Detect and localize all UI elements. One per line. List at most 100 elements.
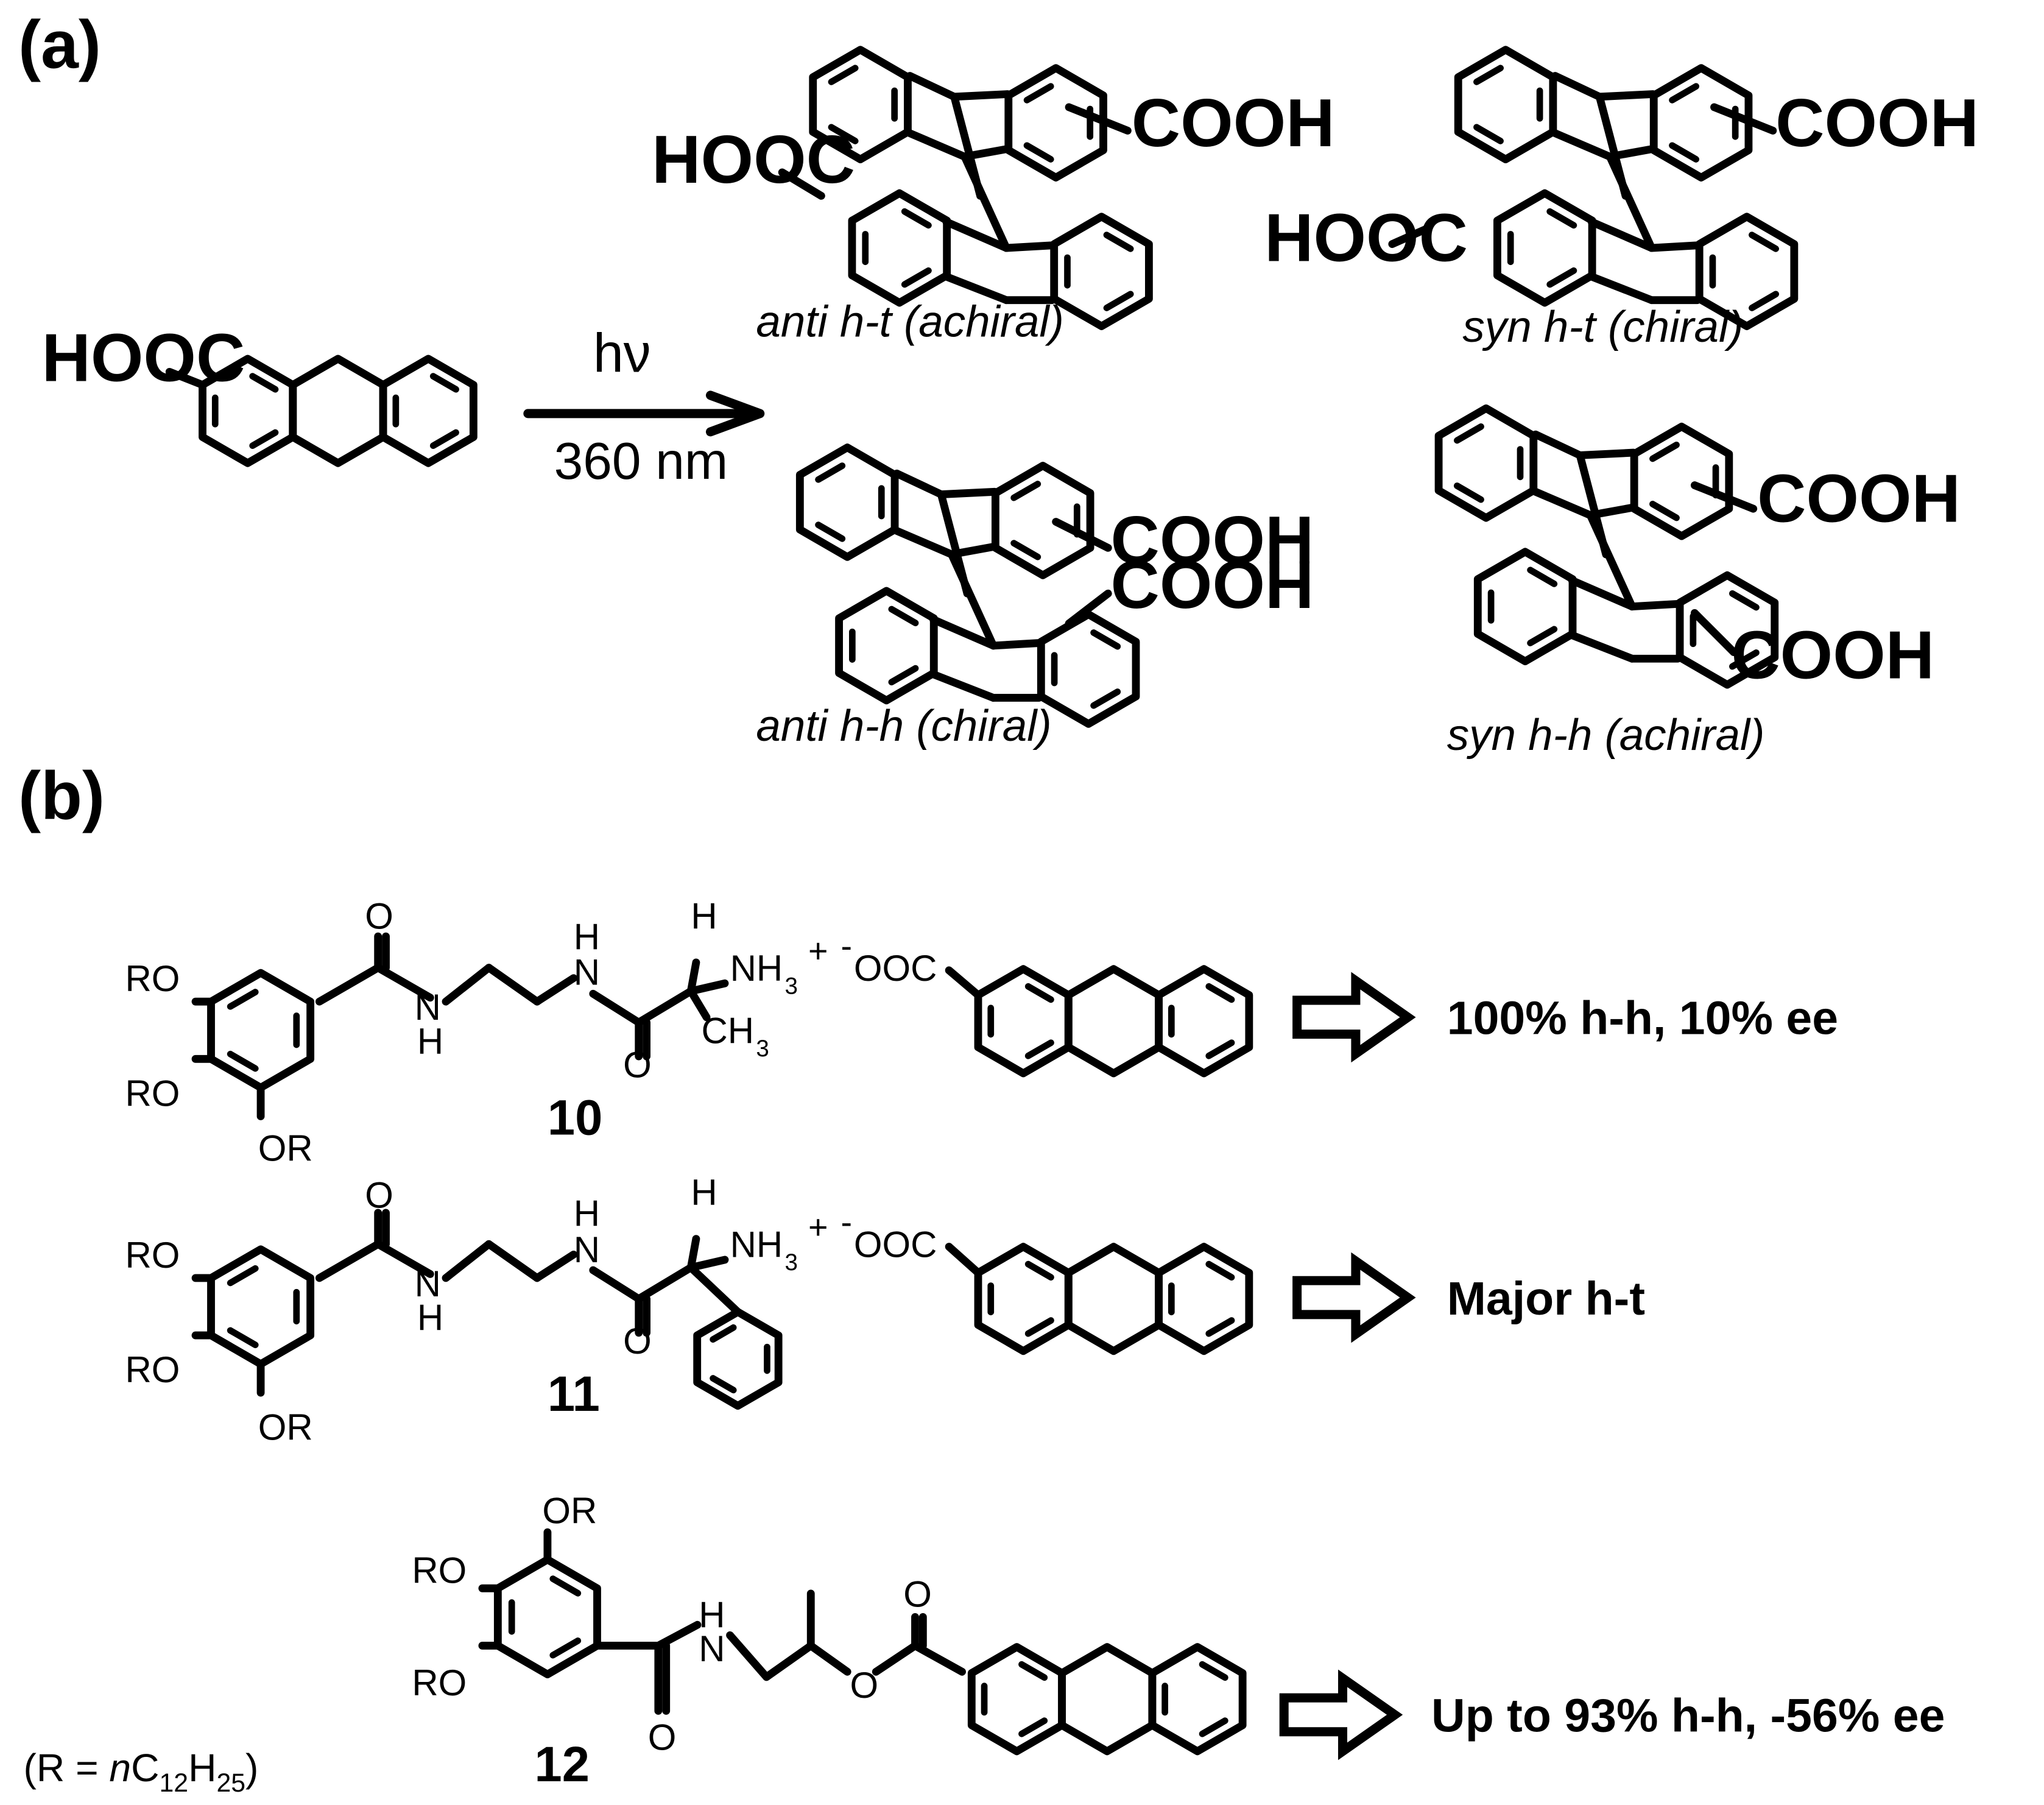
- syn-ht-hooc-label: HOOC: [1264, 199, 1468, 275]
- double-bond: [1103, 291, 1134, 311]
- bond-line: [1065, 103, 1132, 135]
- compound-number-10: 10: [548, 1090, 602, 1145]
- bond-line: [165, 367, 206, 389]
- bond-line: [948, 550, 998, 650]
- bond-line: [726, 1631, 770, 1681]
- bond-line: [1531, 487, 1595, 520]
- double-bond: [1749, 231, 1780, 252]
- double-bond: [227, 1327, 259, 1349]
- c11-amide-h: H: [417, 1298, 443, 1338]
- double-bond: [1199, 1717, 1228, 1737]
- c10-nh3-sub: 3: [784, 973, 797, 999]
- panel-label-b: (b): [18, 758, 105, 834]
- double-bond: [549, 1637, 582, 1659]
- double-bond: [1090, 688, 1121, 709]
- bond-line: [374, 964, 434, 1002]
- c12-amide-n: N: [699, 1628, 725, 1669]
- c11-nh3-sub: 3: [784, 1249, 797, 1276]
- bond-line: [1710, 103, 1777, 135]
- bond-line: [989, 639, 1043, 650]
- bond-line: [686, 1263, 742, 1316]
- reactant-ring-2: [289, 355, 387, 467]
- c10-ooc: OOC: [854, 948, 937, 989]
- double-bond: [1010, 540, 1041, 560]
- bond-line: [654, 1620, 702, 1650]
- product-anti-hh: [795, 443, 1140, 728]
- c10-ro-top: RO: [125, 958, 180, 999]
- bond-line: [442, 1240, 493, 1282]
- anti-ht-hooc-label: HOOC: [652, 121, 855, 197]
- bond-line: [1052, 518, 1112, 552]
- caption-syn-ht: syn h-t (chiral): [1462, 302, 1743, 351]
- c11-carbonyl2-o: O: [623, 1321, 652, 1362]
- bond-line: [893, 527, 956, 559]
- bond-line: [1587, 217, 1656, 252]
- c10-carbonyl-o: O: [365, 895, 393, 936]
- double-bond: [1090, 629, 1121, 650]
- result-arrow-10: [1292, 972, 1416, 1063]
- c10-amide2-h: H: [574, 917, 600, 958]
- c10-plus: +: [808, 932, 828, 970]
- c11-plus: +: [808, 1209, 828, 1246]
- bond-line: [906, 72, 959, 101]
- double-bond: [1199, 1661, 1228, 1681]
- bond-line: [806, 1642, 851, 1676]
- c11-ro-mid: RO: [125, 1349, 180, 1390]
- double-bond: [1018, 1661, 1048, 1681]
- bond-line: [485, 1240, 541, 1282]
- bond-line: [778, 168, 825, 200]
- condition-light: hν: [593, 323, 651, 384]
- double-bond: [828, 65, 859, 85]
- bond-line: [1595, 90, 1657, 101]
- c11-or-bottom: OR: [258, 1407, 313, 1447]
- bond-line: [1648, 241, 1702, 252]
- double-bond: [1023, 83, 1054, 104]
- bond-line: [686, 1235, 700, 1272]
- syn-hh-cooh-label-2: COOH: [1731, 616, 1934, 693]
- bond-line: [929, 670, 998, 702]
- product-anti-ht: [778, 46, 1153, 330]
- compound-11-structure: [191, 1209, 1253, 1410]
- double-bond: [1527, 626, 1558, 646]
- bond-line: [945, 966, 982, 999]
- c11-amide2-h: H: [574, 1193, 600, 1234]
- reactant-anthracene-acid: [165, 355, 478, 467]
- double-bond: [1018, 1717, 1048, 1737]
- double-bond: [901, 208, 932, 229]
- c11-anthracene-ring-2: [1064, 1243, 1163, 1355]
- result-arrow-12: [1279, 1669, 1403, 1761]
- compound-12-structure: [478, 1528, 1247, 1756]
- double-bond: [1473, 124, 1504, 144]
- double-bond: [828, 124, 859, 144]
- c10-nh3: NH: [730, 948, 783, 989]
- c11-alpha-h: H: [691, 1172, 717, 1213]
- bond-line: [485, 964, 541, 1006]
- bond-line: [1568, 631, 1637, 663]
- c10-minus: -: [841, 927, 852, 964]
- double-bond: [1205, 1260, 1235, 1281]
- double-bond: [710, 1375, 737, 1394]
- bond-line: [315, 964, 382, 1006]
- bond-line: [686, 979, 729, 995]
- reactant-hooc-label: HOOC: [41, 319, 245, 395]
- c10-amide-n: N: [415, 987, 441, 1028]
- bond-line: [1586, 511, 1637, 611]
- c11-minus: -: [841, 1203, 852, 1241]
- double-bond: [1729, 649, 1760, 670]
- double-bond: [429, 373, 459, 393]
- c10-ro-mid: RO: [125, 1073, 180, 1114]
- bond-line: [763, 1642, 815, 1681]
- bond-line: [442, 964, 493, 1006]
- anti-hh-cooh-label-1: COOH: [1111, 502, 1314, 578]
- bond-line: [533, 974, 578, 1006]
- c11-ro-top: RO: [125, 1235, 180, 1276]
- compound-10-structure: [191, 932, 1253, 1120]
- bond-line: [872, 1642, 919, 1676]
- condition-wavelength: 360 nm: [554, 432, 728, 490]
- c12-ester-o: O: [850, 1665, 878, 1706]
- r-definition: (R = nC12H25): [24, 1746, 259, 1798]
- caption-anti-ht: anti h-t (achiral): [756, 297, 1064, 347]
- double-bond: [549, 1575, 582, 1597]
- double-bond: [1453, 482, 1484, 503]
